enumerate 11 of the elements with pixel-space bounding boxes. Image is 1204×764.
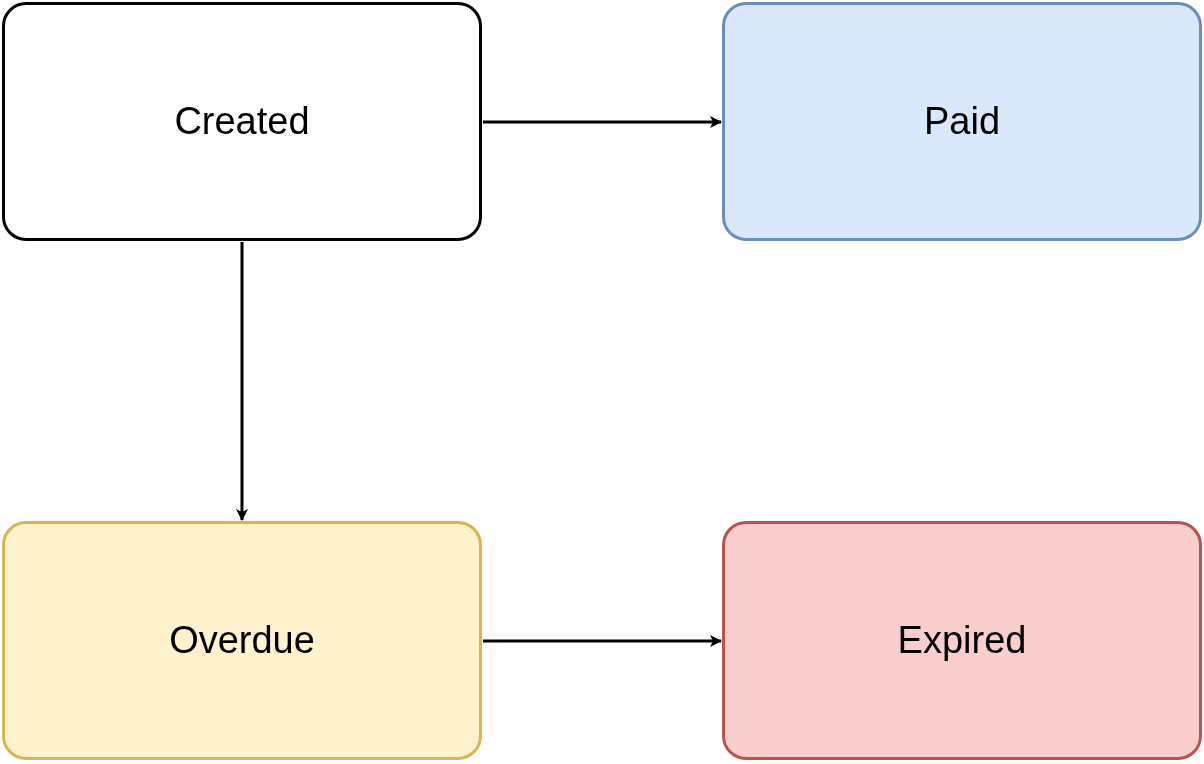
state-label: Expired bbox=[897, 619, 1027, 662]
state-box bbox=[722, 2, 1202, 241]
state-label: Overdue bbox=[169, 619, 315, 662]
state-box bbox=[722, 521, 1202, 760]
state-box bbox=[2, 2, 482, 241]
arrow bbox=[483, 116, 722, 128]
state-box bbox=[2, 521, 482, 760]
arrow bbox=[483, 635, 722, 647]
state-label: Paid bbox=[923, 100, 1001, 143]
state-label: Created bbox=[174, 100, 310, 143]
arrow bbox=[236, 242, 248, 521]
